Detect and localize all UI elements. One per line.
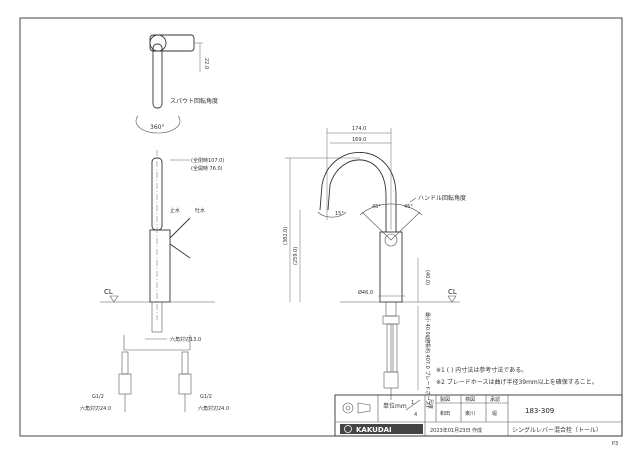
hex-center-label: 六角対辺13.0 (170, 336, 201, 343)
scale-bottom: 4 (414, 412, 417, 418)
dim-169-text: 169.0 (352, 137, 366, 143)
top-view: 22.0 スパウト回転角度 360° (135, 34, 218, 134)
hose-left-nut (118, 373, 132, 395)
hose-right (181, 351, 189, 375)
g-right-label: G1/2 (200, 394, 212, 400)
side-view-lever-open (169, 243, 191, 259)
hose-left (121, 351, 129, 375)
cl-label-left: CL (104, 288, 113, 296)
note-2: ※2 ブレードホースは曲げ半径39mm以上を確保すること。 (436, 378, 598, 386)
front-shank-nut (382, 315, 400, 325)
date-label: 2023年01月23日 作成 (430, 427, 482, 434)
spout-inner (319, 151, 397, 232)
dim-40-text: (40.0) (424, 270, 430, 285)
projection-symbol-icon (342, 402, 371, 414)
top-view-boss (149, 34, 167, 52)
side-view-shank (151, 301, 163, 333)
dim-min-text: 最小 40.0以下 (424, 312, 431, 345)
side-note-left: 止水 (170, 207, 180, 214)
spout-angle-text: 15° (335, 211, 344, 217)
handle-pivot (384, 233, 398, 247)
handle-note-1: (全閉時107.0) (191, 157, 224, 164)
side-view: (全閉時107.0) (全開時 76.0) 止水 吐水 CL 六角対辺13.0 … (80, 150, 229, 412)
angle-left-text: 45° (372, 204, 381, 210)
dim-22-text: 22.0 (203, 58, 209, 69)
product-name: シングルレバー混合栓（トール） (512, 426, 602, 434)
hex-right-label: 六角対辺24.0 (198, 405, 229, 412)
name-check: 東川 (465, 410, 475, 417)
handle-rotation-label: ハンドル回転角度 (418, 194, 466, 202)
front-view-body (379, 231, 403, 303)
note-1: ※1 ( ) 内寸法は参考寸法である。 (436, 366, 527, 374)
spout-angle-label: 360° (150, 124, 164, 131)
handle-angle-arc (359, 203, 423, 216)
scale-top: 1 (411, 400, 414, 406)
brand-name: KAKUDAI (356, 426, 392, 434)
dim-46-text: Ø46.0 (358, 289, 373, 296)
angle-right-text: 45° (404, 204, 413, 210)
dim-hose-text: (全長約 407.0 ブレードホース) (424, 336, 431, 407)
title-block: 単位mm 1 4 尺度 製図 検図 承認 和田 東川 堀 183-309 KAK… (334, 394, 623, 437)
g-left-label: G1/2 (92, 394, 104, 400)
top-view-lever (152, 43, 163, 109)
side-view-lever-closed (169, 217, 191, 239)
top-view-body (149, 34, 195, 52)
cl-label-right: CL (448, 288, 457, 296)
handle-note-2: (全開時 76.0) (191, 165, 223, 172)
unit-label: 単位mm (383, 402, 407, 410)
hose-right-nut (178, 373, 192, 395)
spout-rotation-label: スパウト回転角度 (170, 97, 218, 105)
name-drawn: 和田 (440, 410, 450, 417)
kakudai-logo: KAKUDAI (340, 424, 423, 434)
col-approve: 承認 (490, 396, 500, 403)
dim-382-text: (382.0) (283, 227, 289, 245)
front-hose-1 (386, 323, 392, 373)
page-mark: P3 (612, 441, 618, 447)
spout-outer (327, 159, 387, 232)
front-hose-2 (392, 323, 398, 373)
spout-rotation-arc (135, 115, 181, 134)
scale-label: 尺度 (427, 399, 434, 409)
hex-left-label: 六角対辺24.0 (80, 405, 111, 412)
side-note-right: 吐水 (195, 207, 205, 214)
model-number: 183-309 (525, 407, 554, 415)
col-drawn: 製図 (440, 396, 450, 403)
front-view: 174.0 169.0 (382.0) (259.0) 15° 45° 45° … (283, 126, 466, 407)
dim-259-text: (259.0) (293, 247, 299, 265)
side-view-body (149, 229, 171, 303)
dim-174-text: 174.0 (352, 126, 366, 132)
name-approve: 堀 (492, 410, 497, 417)
front-hose-nut (383, 371, 399, 389)
page-border (19, 17, 623, 437)
col-check: 検図 (465, 396, 475, 403)
